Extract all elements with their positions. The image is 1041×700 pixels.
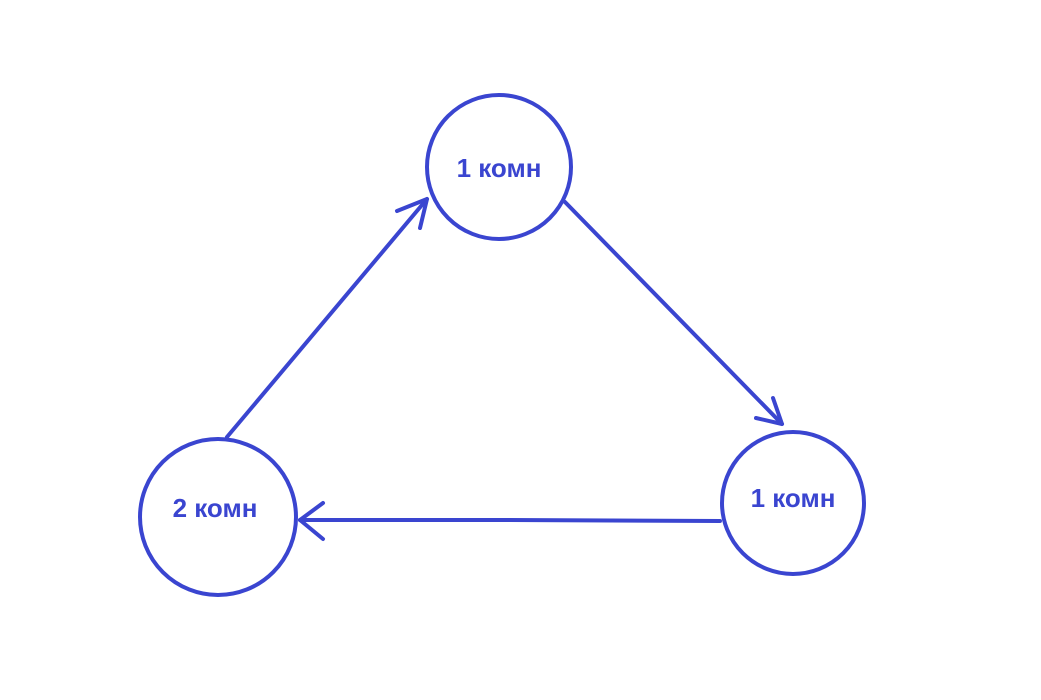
edge-right-to-left-arrowhead: [298, 501, 325, 541]
edge-top-to-right: [563, 200, 784, 426]
edge-left-to-top-line: [225, 197, 429, 439]
node-right-circle: [720, 430, 866, 576]
edge-top-to-right-line: [563, 200, 784, 426]
node-left: 2 комн: [138, 437, 298, 597]
node-top: 1 комн: [425, 93, 573, 241]
node-left-label: 2 комн: [173, 493, 258, 523]
node-top-circle: [425, 93, 573, 241]
node-left-circle: [138, 437, 298, 597]
node-right-label: 1 комн: [751, 483, 836, 513]
node-right: 1 комн: [720, 430, 866, 576]
edge-right-to-left-line: [298, 518, 722, 523]
edge-left-to-top-arrowhead: [395, 197, 429, 230]
node-top-label: 1 комн: [457, 153, 542, 183]
edge-top-to-right-arrowhead: [754, 396, 784, 426]
edge-left-to-top: [225, 197, 429, 439]
edge-right-to-left: [298, 501, 722, 541]
